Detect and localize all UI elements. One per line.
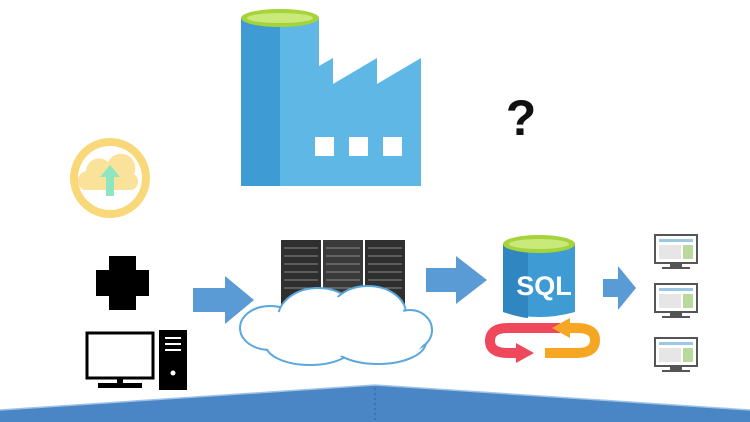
monitor-icon xyxy=(654,283,698,318)
base-platform xyxy=(0,384,750,422)
question-mark: ? xyxy=(505,90,537,146)
data-factory-icon xyxy=(241,9,421,186)
arrow-right-icon xyxy=(603,266,636,310)
cloud-icon xyxy=(242,291,430,361)
arrow-right-icon xyxy=(426,256,487,304)
arrow-right-icon xyxy=(193,276,254,324)
desktop-computer-icon xyxy=(85,330,187,390)
database-label: SQL xyxy=(516,271,572,301)
cloud-upload-icon xyxy=(70,138,150,218)
monitor-icon xyxy=(654,234,698,269)
plus-icon xyxy=(96,256,149,310)
sql-database-icon: SQL xyxy=(503,235,575,318)
sync-arrows-icon xyxy=(484,318,601,363)
monitor-icon xyxy=(654,337,698,372)
